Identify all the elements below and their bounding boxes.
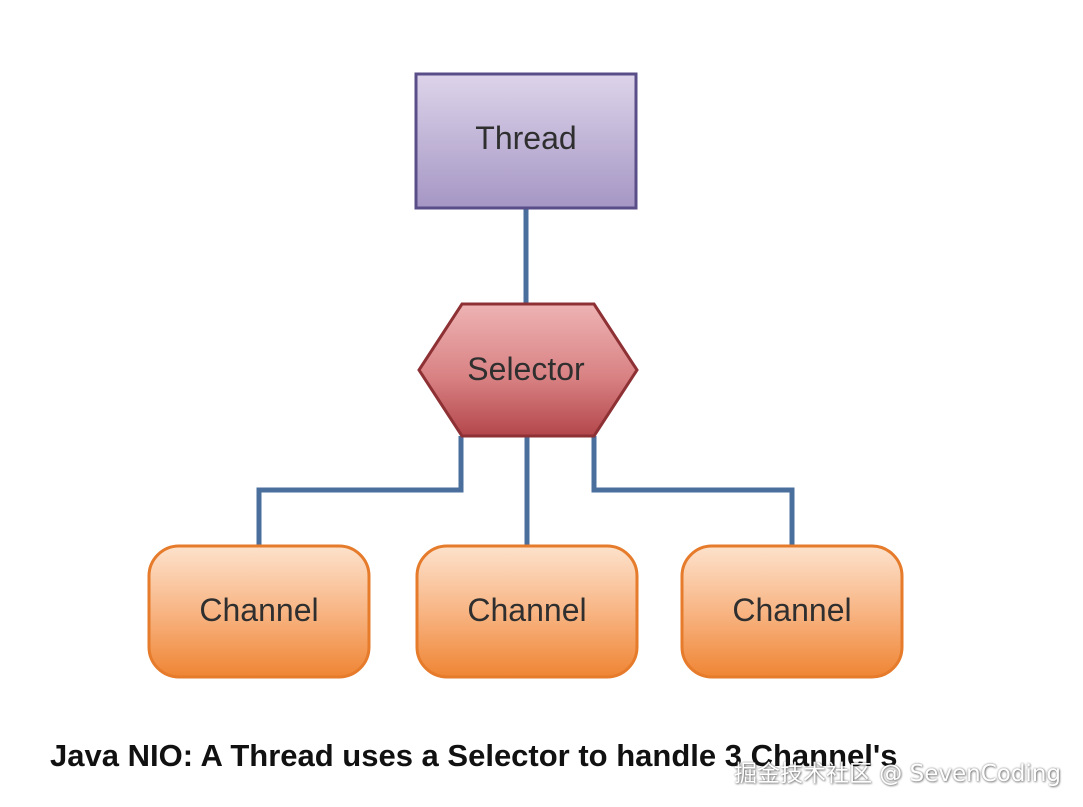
selector-node: Selector <box>417 302 639 438</box>
thread-node: Thread <box>414 72 638 210</box>
channel-label: Channel <box>199 592 318 628</box>
watermark: 掘金技术社区 @ SevenCoding <box>733 761 1061 787</box>
channel-node-1: Channel <box>147 544 371 679</box>
channel-label: Channel <box>467 592 586 628</box>
connector-selector-channel-3 <box>591 436 795 546</box>
connector-selector-channel-1 <box>256 436 464 546</box>
channel-box <box>680 544 904 679</box>
thread-label: Thread <box>475 120 576 156</box>
thread-box <box>414 72 638 210</box>
selector-label: Selector <box>467 351 585 387</box>
channel-node-3: Channel <box>680 544 904 679</box>
diagram-caption: Java NIO: A Thread uses a Selector to ha… <box>50 738 898 773</box>
connectors <box>256 208 795 546</box>
channel-box <box>415 544 639 679</box>
channel-box <box>147 544 371 679</box>
selector-hexagon <box>417 302 639 438</box>
channel-label: Channel <box>732 592 851 628</box>
channel-node-2: Channel <box>415 544 639 679</box>
